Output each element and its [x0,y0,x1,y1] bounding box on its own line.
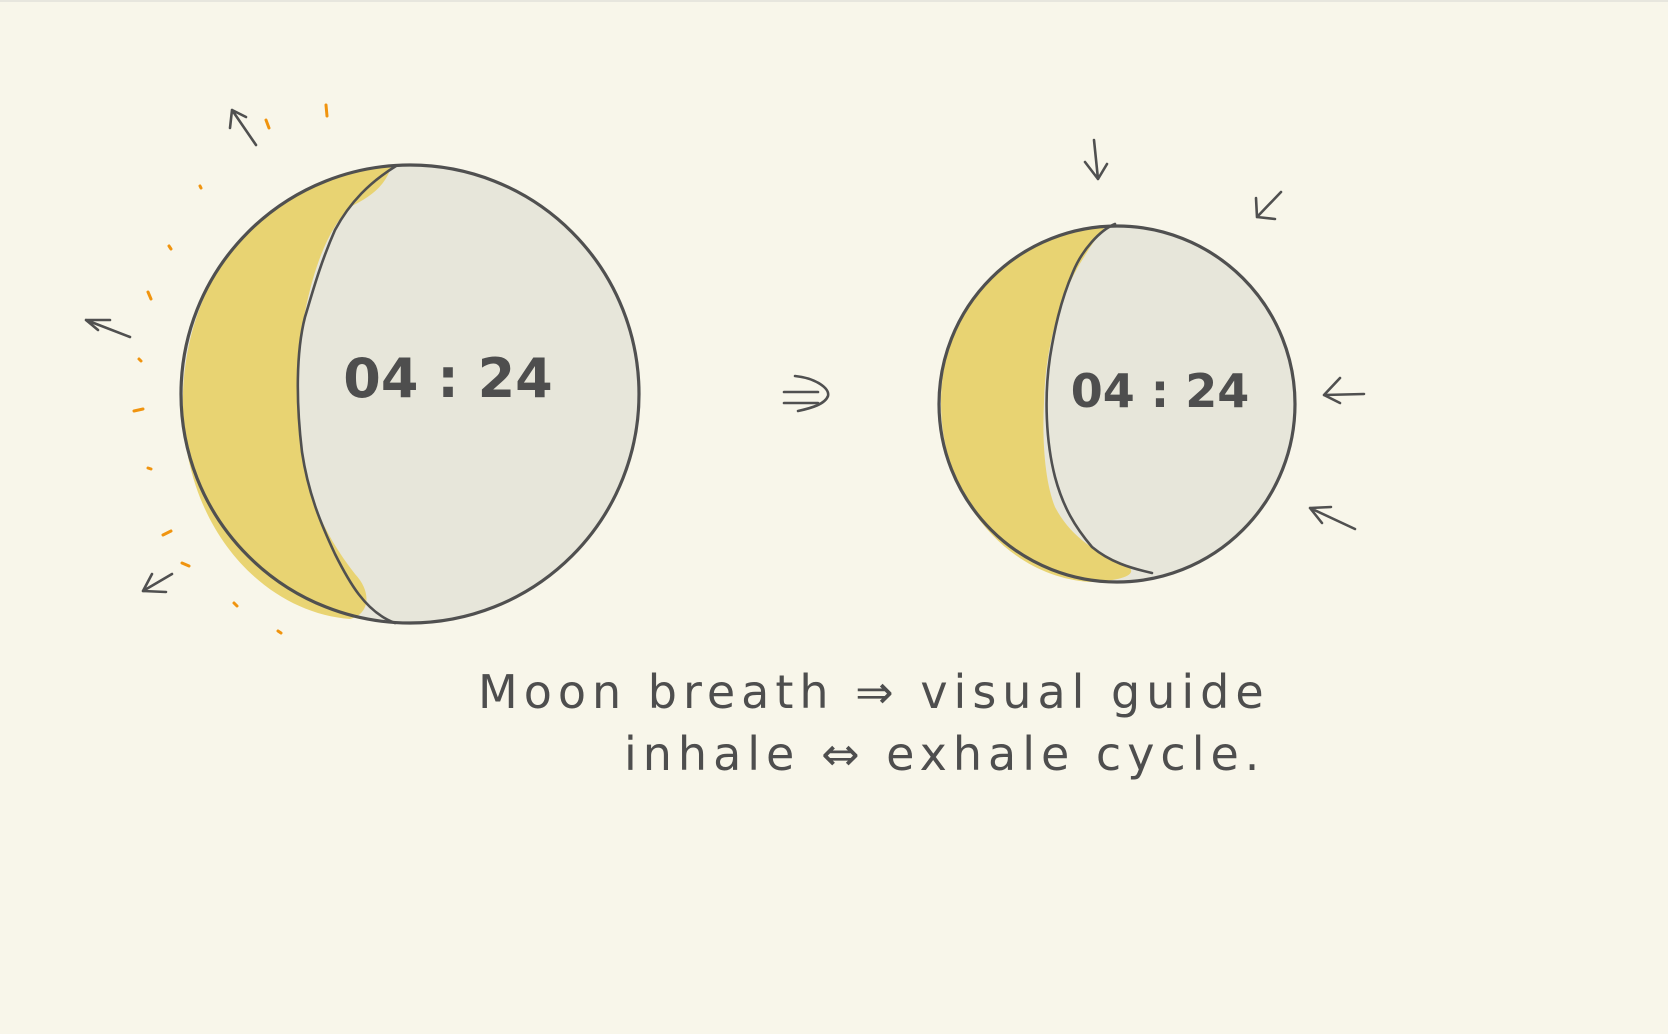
caption-line-2: inhale ⇔ exhale cycle. [624,727,1265,781]
arrow-inward-icon [1083,138,1366,531]
small-moon-terminator [1045,222,1154,575]
small-moon-outline [937,224,1297,584]
double-arrow-right-icon [782,374,830,413]
large-moon-rays [132,103,329,635]
small-moon: 04 : 24 [937,222,1297,584]
large-moon: 04 : 24 [179,163,641,625]
large-moon-outline [179,163,641,625]
arrow-outward-icon [84,108,258,594]
large-moon-time: 04 : 24 [343,347,553,410]
caption-line-1: Moon breath ⇒ visual guide [478,665,1270,719]
small-moon-time: 04 : 24 [1071,364,1249,418]
small-moon-crescent [940,227,1132,582]
large-moon-crescent [182,165,392,619]
large-moon-terminator [296,164,398,625]
